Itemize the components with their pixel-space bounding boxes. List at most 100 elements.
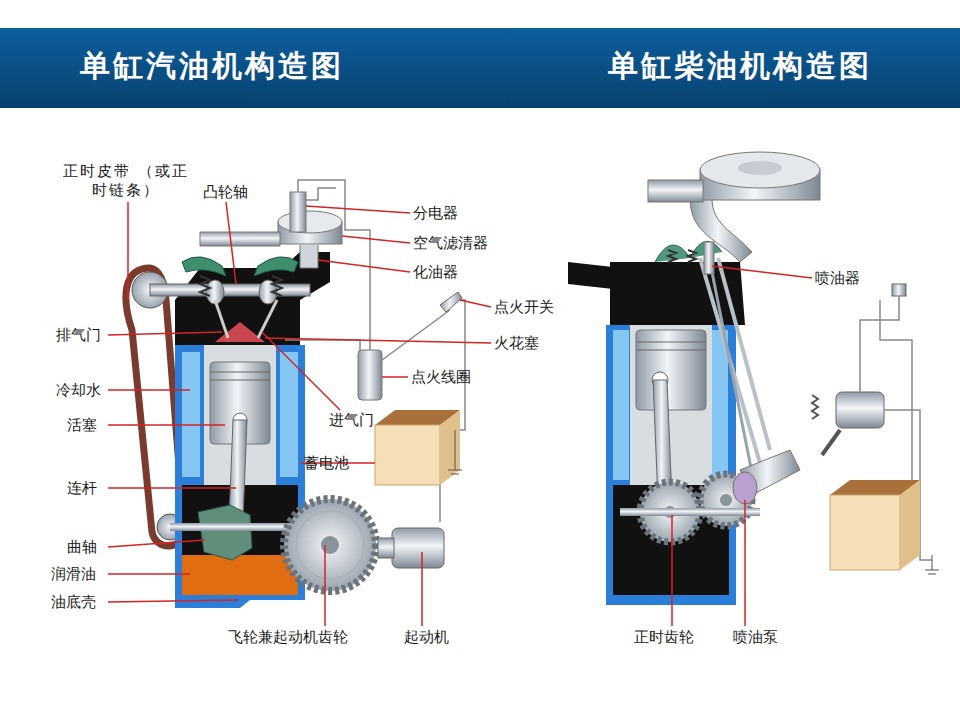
part-label: 火花塞 xyxy=(494,334,539,353)
leader-line xyxy=(108,332,222,335)
camshaft xyxy=(150,284,310,296)
water-jacket xyxy=(182,352,200,477)
leader-line xyxy=(127,202,129,300)
leader-line xyxy=(744,500,746,626)
title-text: 单缸汽油机构造图 xyxy=(80,46,344,87)
piston-ring xyxy=(636,342,706,343)
leader-line xyxy=(108,540,205,547)
leader-line xyxy=(108,487,236,489)
part-label: 进气门 xyxy=(329,411,374,430)
rocker-arm xyxy=(655,245,690,262)
piston xyxy=(636,330,706,410)
leader-line xyxy=(262,332,340,410)
intake-pipe xyxy=(648,180,703,202)
part-label: 排气门 xyxy=(56,326,101,345)
part-label: 活塞 xyxy=(67,416,97,435)
cylinder-block xyxy=(606,325,736,605)
wire xyxy=(880,300,912,485)
leader-line xyxy=(671,515,673,626)
part-label: 凸轮轴 xyxy=(203,183,248,202)
leader-line xyxy=(108,600,238,602)
ground-symbol xyxy=(925,555,939,574)
leader-line xyxy=(108,573,190,575)
oil-sump xyxy=(182,555,298,595)
part-label: 喷油泵 xyxy=(733,628,778,647)
part-label: 冷却水 xyxy=(56,381,101,400)
part-label: 起动机 xyxy=(404,628,449,647)
intake-pipe xyxy=(200,232,280,246)
valve-spring xyxy=(668,250,676,262)
starter-handle xyxy=(822,430,840,455)
part-label: 飞轮兼起动机齿轮 xyxy=(228,628,348,647)
battery xyxy=(830,495,900,570)
leader-line xyxy=(460,300,491,307)
valve-spring xyxy=(688,250,696,262)
carburetor xyxy=(300,245,318,268)
valve-spring xyxy=(272,276,282,296)
starter-motor xyxy=(836,392,884,428)
wire xyxy=(439,480,441,522)
starter-motor xyxy=(392,528,444,568)
leader-line xyxy=(382,376,408,378)
leader-line xyxy=(421,552,423,626)
piston-ring xyxy=(210,380,270,381)
distributor xyxy=(290,192,306,232)
ignition-switch xyxy=(892,284,906,296)
starter-pinion xyxy=(378,538,394,558)
crank-axle xyxy=(620,508,760,516)
fuel-line xyxy=(710,262,755,488)
part-label: 曲轴 xyxy=(67,538,97,557)
part-label: 分电器 xyxy=(413,204,458,223)
connecting-rod xyxy=(229,420,247,520)
part-label: 点火线圈 xyxy=(411,368,471,387)
push-rod xyxy=(718,258,770,450)
flywheel-hub xyxy=(321,536,339,554)
intake-valve xyxy=(258,300,277,338)
wire xyxy=(285,340,360,352)
leader-lines xyxy=(108,202,812,626)
starter-spring xyxy=(812,395,818,419)
part-label: 喷油器 xyxy=(815,269,860,288)
leader-line xyxy=(712,266,812,278)
air-cleaner-cap xyxy=(738,161,782,175)
water-jacket xyxy=(613,330,629,480)
leader-line xyxy=(318,260,410,272)
gear-hub xyxy=(720,494,732,506)
part-label: 正时齿轮 xyxy=(634,628,694,647)
battery xyxy=(375,425,440,485)
battery-side xyxy=(900,480,920,570)
part-label: 连杆 xyxy=(67,479,97,498)
part-label: 点火开关 xyxy=(494,298,554,317)
part-label: 蓄电池 xyxy=(304,454,349,473)
ignition-switch xyxy=(440,292,462,312)
flywheel-rim xyxy=(296,511,364,579)
wire xyxy=(306,188,336,200)
leader-line xyxy=(306,206,410,213)
cylinder-bore xyxy=(630,325,712,485)
ground-symbol xyxy=(448,430,462,474)
title-band: 单缸汽油机构造图 单缸柴油机构造图 xyxy=(0,28,960,108)
leader-line xyxy=(265,338,491,343)
ignition-coil xyxy=(358,350,382,400)
cylinder-head xyxy=(610,262,745,325)
leader-line xyxy=(108,424,225,426)
part-label: 空气滤清器 xyxy=(413,234,488,253)
rocker-arm xyxy=(254,257,298,276)
leader-line xyxy=(108,389,190,391)
water-jacket xyxy=(280,352,298,477)
part-label: 化油器 xyxy=(413,263,458,282)
part-label: 正时皮带 （或正时链条） xyxy=(62,162,190,200)
part-label: 润滑油 xyxy=(51,565,96,584)
pump-flange xyxy=(733,472,757,504)
air-cleaner-top xyxy=(278,211,342,233)
injector xyxy=(704,242,714,274)
leader-line xyxy=(226,202,236,284)
crankshaft xyxy=(198,505,252,560)
rocker-arm xyxy=(182,257,226,276)
title-text: 单缸柴油机构造图 xyxy=(608,46,872,87)
intake-elbow xyxy=(690,198,752,262)
piston-ring xyxy=(636,350,706,351)
part-label: 油底壳 xyxy=(51,593,96,612)
